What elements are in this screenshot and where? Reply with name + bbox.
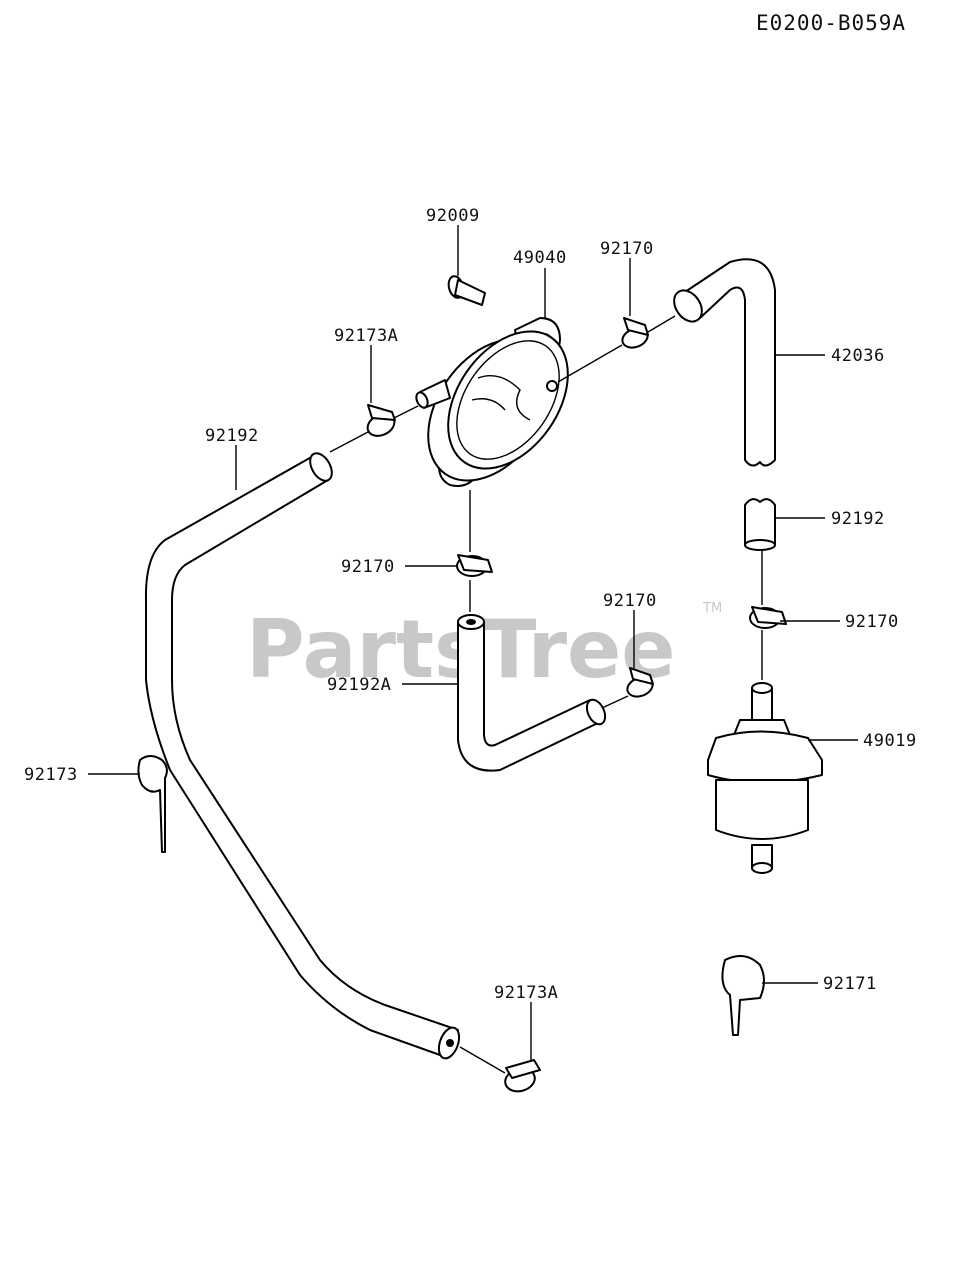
fuel-filter-49019[interactable] [707, 682, 823, 874]
label-92170-top: 92170 [600, 239, 654, 259]
label-92170-right: 92170 [845, 612, 899, 632]
label-92192-left: 92192 [205, 426, 259, 446]
diagram-code: E0200-B059A [756, 11, 906, 35]
label-49040: 49040 [513, 248, 567, 268]
label-92173a-lower: 92173A [494, 983, 558, 1003]
label-92192-right: 92192 [831, 509, 885, 529]
label-leaders [88, 225, 858, 1062]
hose-42036[interactable] [668, 258, 776, 467]
part-labels: 92009 49040 92170 42036 92173A 92192 921… [24, 206, 917, 1003]
screw-92009[interactable] [446, 275, 486, 306]
label-92192a: 92192A [327, 675, 391, 695]
label-92170-mid-left: 92170 [341, 557, 395, 577]
label-92173a-upper: 92173A [334, 326, 398, 346]
label-42036: 42036 [831, 346, 885, 366]
clamp-92170-top[interactable] [620, 317, 651, 351]
label-92170-mid: 92170 [603, 591, 657, 611]
fuel-pump-49040[interactable] [403, 309, 593, 504]
hose-92192a[interactable] [457, 614, 609, 772]
label-49019: 49019 [863, 731, 917, 751]
label-92173: 92173 [24, 765, 78, 785]
clamp-92173a-lower[interactable] [503, 1059, 541, 1095]
hose-92192-short[interactable] [744, 498, 776, 551]
label-92171: 92171 [823, 974, 877, 994]
clamp-92170-mid-left[interactable] [456, 554, 493, 577]
watermark-trademark: TM [702, 601, 722, 616]
clip-92173[interactable] [137, 755, 168, 853]
connector-lines [329, 315, 763, 1074]
clamp-92170-right[interactable] [749, 606, 787, 629]
clamp-92170-mid[interactable] [625, 667, 656, 700]
hose-92192-long[interactable] [144, 450, 463, 1062]
label-92009: 92009 [426, 206, 480, 226]
clip-92171[interactable] [721, 955, 765, 1036]
clamp-92173a-upper[interactable] [364, 404, 398, 440]
